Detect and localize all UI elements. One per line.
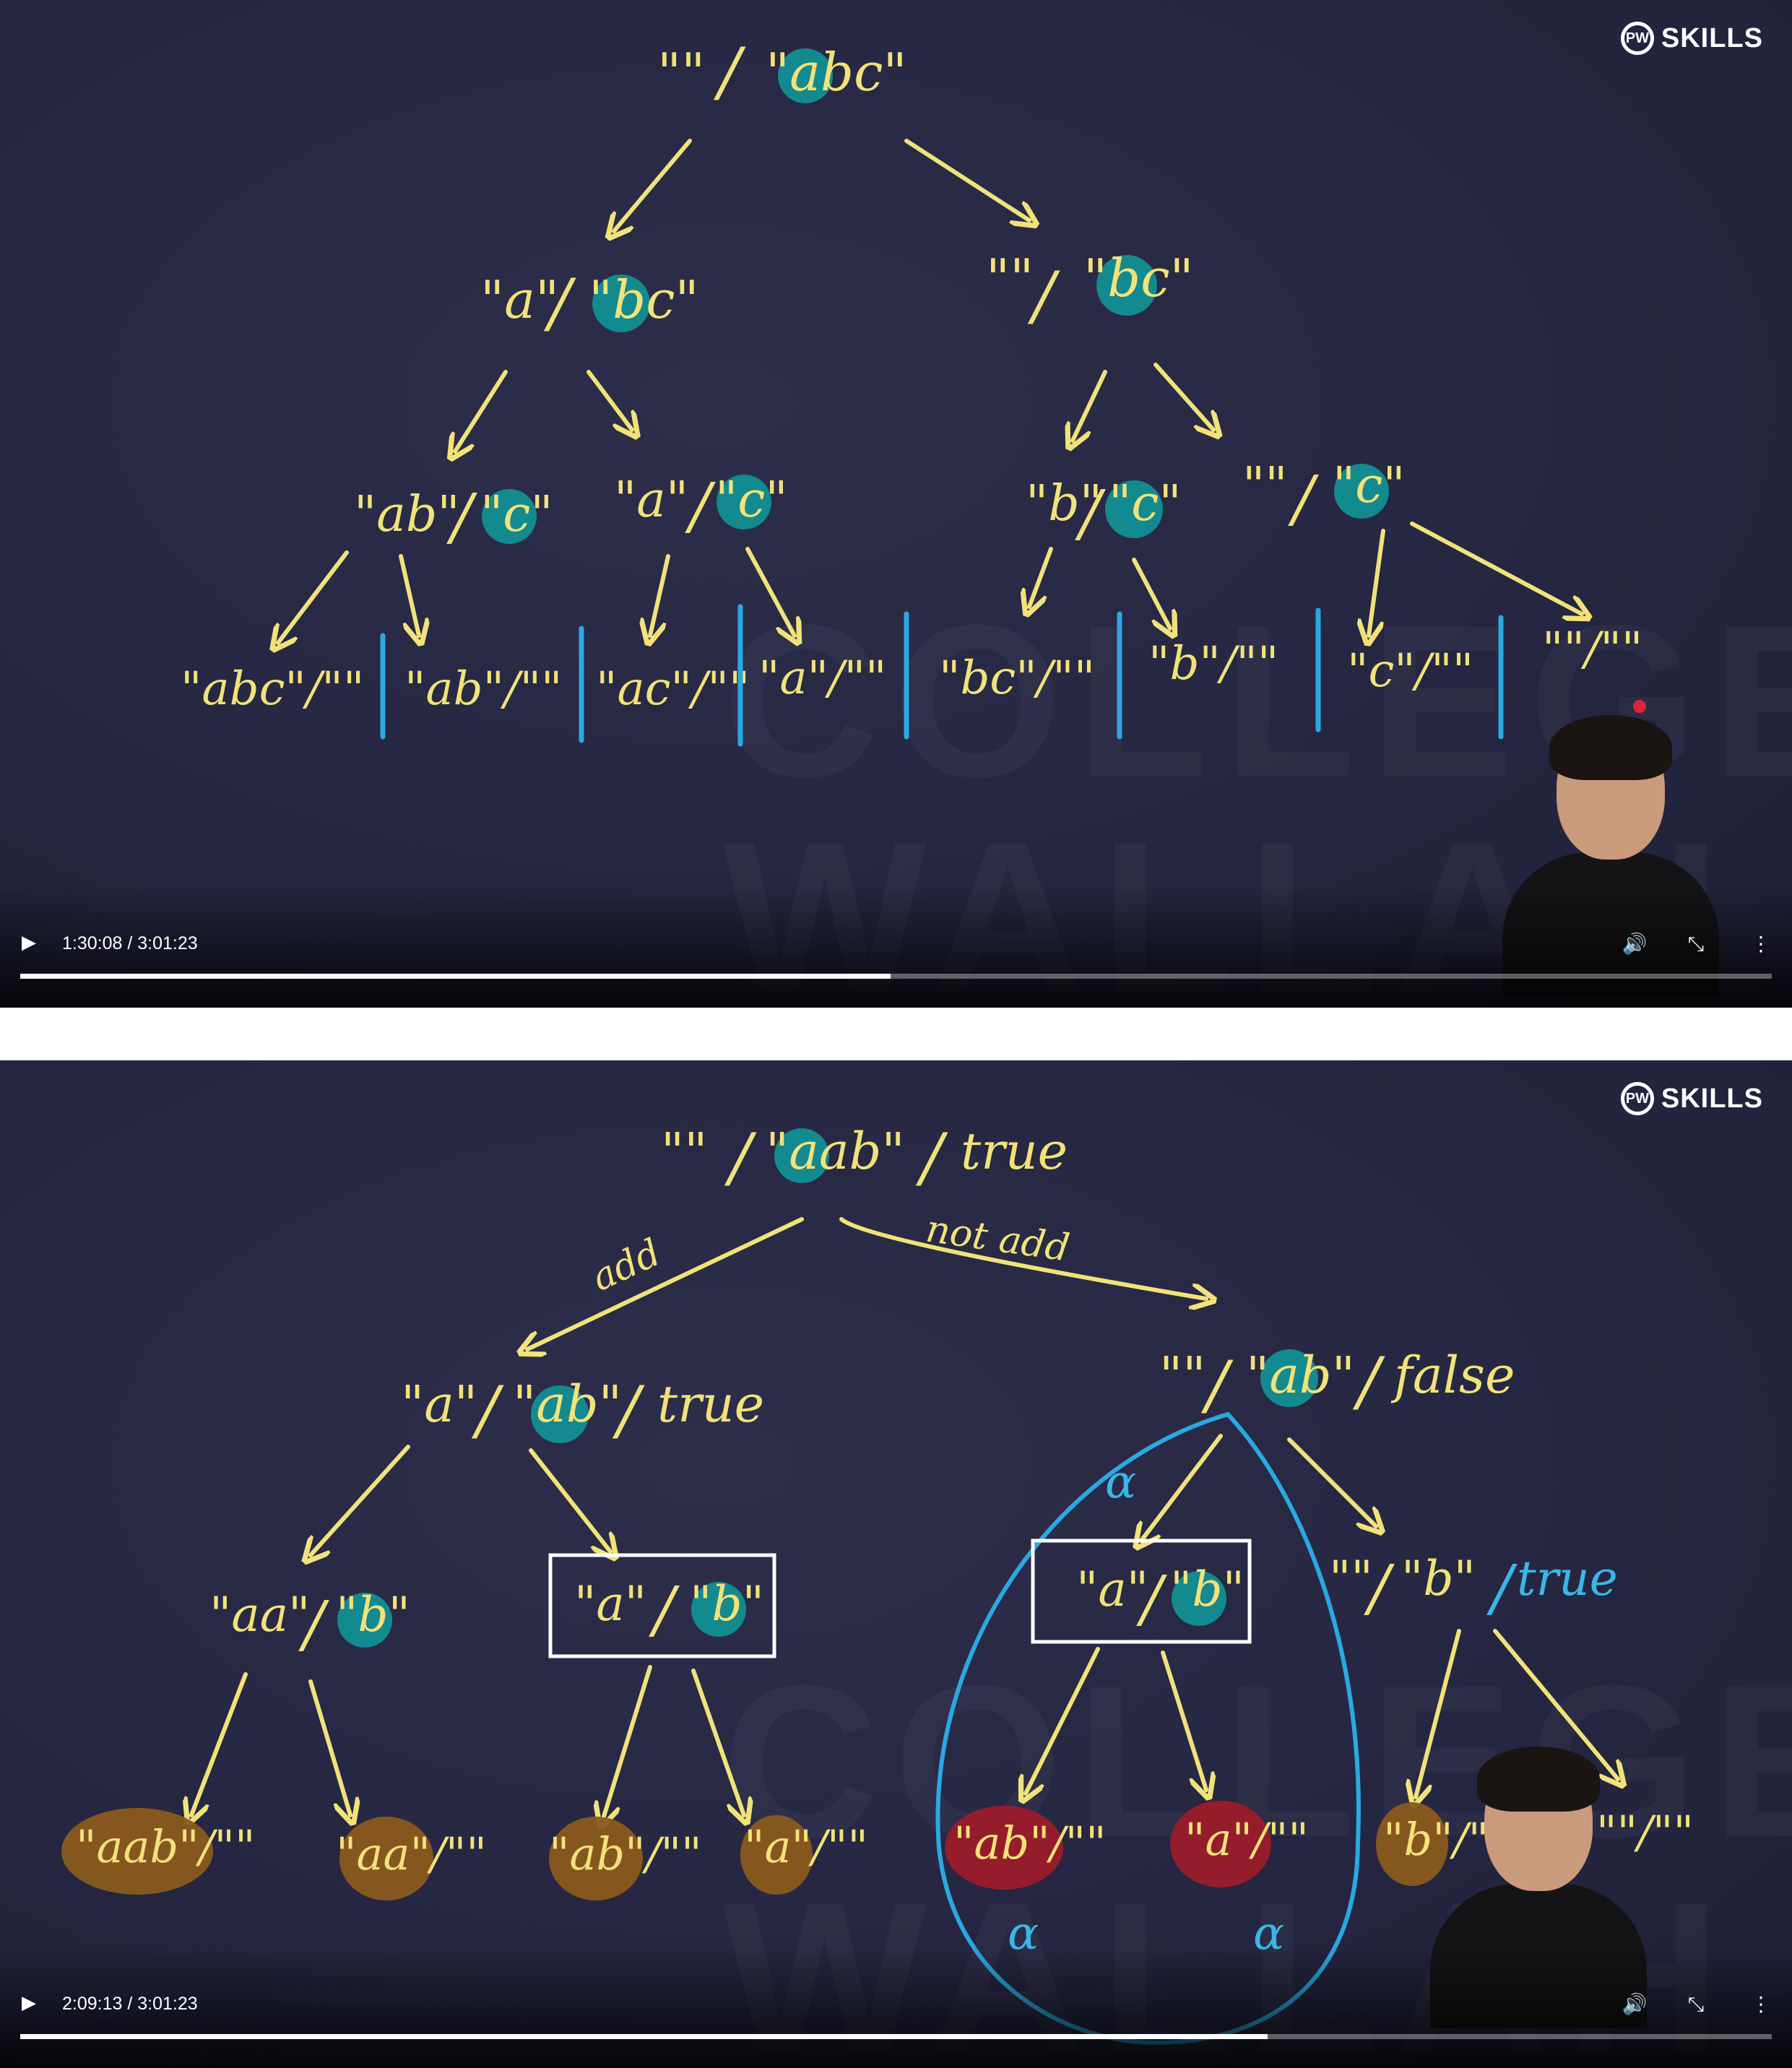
highlight-dot — [592, 274, 650, 332]
skills-logo: PW SKILLS — [1620, 1082, 1763, 1115]
progress-fill — [20, 974, 891, 979]
l2-node: "" — [1242, 457, 1288, 514]
root-left: "" — [661, 1122, 707, 1181]
svg-text:/: / — [915, 1120, 948, 1195]
svg-text:/: / — [724, 1120, 757, 1195]
edge — [904, 139, 1029, 220]
repeated-subproblem-box — [548, 1553, 776, 1658]
svg-text:/: / — [1352, 1344, 1385, 1419]
svg-text:/: / — [1288, 463, 1319, 535]
svg-text:"ab": "ab" — [513, 1375, 622, 1434]
l1-right-b: "bc" — [1083, 248, 1194, 308]
time-display: 2:09:13 / 3:01:23 — [62, 1994, 198, 2014]
l2-node: "a" — [614, 472, 688, 529]
player-controls: ▶ 2:09:13 / 3:01:23 🔊 ⤡ ⋮ — [0, 1945, 1792, 2068]
whiteboard: "" / "abc" "a" / "bc" "" / "bc" "ab" / "… — [181, 34, 1646, 747]
svg-text:/: / — [649, 1574, 680, 1646]
l1-left-b: "" — [1159, 1346, 1206, 1405]
pointer-dot — [1633, 700, 1646, 713]
svg-text:"b": "b" — [1170, 1562, 1245, 1617]
volume-icon[interactable]: 🔊 — [1622, 1992, 1648, 2016]
l1-left-a: "a" — [401, 1375, 477, 1434]
player-controls: ▶ 1:30:08 / 3:01:23 🔊 ⤡ ⋮ — [0, 885, 1792, 1008]
root-slash: / — [713, 34, 746, 110]
leaf: "a"/"" — [1185, 1813, 1309, 1866]
l2-node: "ab" — [354, 486, 460, 543]
leaf: ""/"" — [1596, 1806, 1694, 1859]
edge — [614, 139, 692, 231]
highlight-dot — [1096, 255, 1157, 316]
pw-logo-icon: PW — [1620, 22, 1654, 55]
exit-fullscreen-icon[interactable]: ⤡ — [1687, 932, 1705, 956]
play-icon[interactable]: ▶ — [22, 932, 36, 953]
l2-node: "" — [1329, 1551, 1373, 1606]
svg-text:"c": "c" — [1109, 475, 1182, 532]
svg-text:"c": "c" — [480, 486, 553, 543]
leaf: ""/"" — [1542, 623, 1642, 676]
l2-node: "a" — [1076, 1562, 1148, 1617]
leaf: "ab"/"" — [549, 1827, 702, 1880]
highlight-dot — [778, 48, 833, 103]
svg-text:"ab": "ab" — [1246, 1346, 1355, 1405]
svg-text:/: / — [1136, 1563, 1167, 1635]
svg-text:/: / — [1364, 1552, 1395, 1624]
leaf: "c"/"" — [1347, 644, 1473, 698]
logo-text: SKILLS — [1661, 1083, 1763, 1114]
svg-text:"c": "c" — [1333, 457, 1406, 514]
root-left: "" — [657, 42, 705, 103]
l1-right-a: "bc" — [589, 269, 699, 330]
root-right: "abc" — [766, 42, 907, 103]
svg-text:"b": "b" — [690, 1576, 764, 1632]
l2-node: "a" — [574, 1576, 646, 1632]
leaf: "abc"/"" — [181, 662, 364, 716]
svg-text:true: true — [1517, 1551, 1618, 1606]
video-player-1[interactable]: COLLEGEWALLAH "" / "abc" "a" / "bc" "" /… — [0, 0, 1792, 1008]
whiteboard: "" / "aab" / true add not add "a" / "ab"… — [61, 1120, 1694, 2046]
svg-text:/: / — [1075, 477, 1106, 550]
leaf: "a"/"" — [744, 1820, 868, 1873]
svg-text:/: / — [1486, 1552, 1518, 1624]
leaf: "a"/"" — [758, 652, 886, 705]
leaf: "ac"/"" — [596, 662, 750, 716]
play-icon[interactable]: ▶ — [22, 1992, 36, 2014]
progress-bar[interactable] — [20, 2034, 1772, 2039]
progress-bar[interactable] — [20, 974, 1772, 979]
exit-fullscreen-icon[interactable]: ⤡ — [1687, 1992, 1705, 2016]
progress-fill — [20, 2034, 1268, 2039]
root-right: "aab" — [766, 1122, 905, 1181]
logo-text: SKILLS — [1661, 22, 1763, 53]
more-options-icon[interactable]: ⋮ — [1751, 1992, 1771, 2016]
svg-text:/: / — [685, 470, 716, 542]
video-player-2[interactable]: COLLEGEWALLAH "" / "aab" / true add not … — [0, 1060, 1792, 2068]
svg-text:"b": "b" — [1401, 1551, 1476, 1606]
svg-text:true: true — [657, 1375, 764, 1434]
svg-text:"c": "c" — [715, 472, 788, 529]
alpha-mark: α — [1105, 1455, 1136, 1509]
root-flag: true — [961, 1122, 1068, 1181]
leaf: "aa"/"" — [336, 1827, 487, 1880]
leaf: "ab"/"" — [404, 662, 562, 716]
time-display: 1:30:08 / 3:01:23 — [62, 933, 198, 953]
leaf: "bc"/"" — [939, 652, 1095, 705]
pw-logo-icon: PW — [1620, 1082, 1654, 1115]
more-options-icon[interactable]: ⋮ — [1751, 932, 1771, 956]
l2-node: "b" — [1026, 475, 1102, 532]
l1-left-b: "" — [986, 248, 1034, 308]
volume-icon[interactable]: 🔊 — [1622, 932, 1648, 956]
repeated-subproblem-box — [1031, 1539, 1252, 1644]
l2-node: "aa" — [209, 1587, 310, 1643]
svg-text:false: false — [1390, 1346, 1515, 1405]
svg-text:/: / — [298, 1588, 329, 1661]
leaf: "b"/"" — [1148, 637, 1278, 691]
leaf: "ab"/"" — [953, 1817, 1107, 1869]
svg-text:/: / — [446, 481, 477, 553]
leaf: "aab"/"" — [76, 1820, 256, 1873]
skills-logo: PW SKILLS — [1620, 22, 1763, 55]
svg-text:"b": "b" — [336, 1587, 410, 1643]
l1-left-a: "a" — [480, 269, 559, 330]
